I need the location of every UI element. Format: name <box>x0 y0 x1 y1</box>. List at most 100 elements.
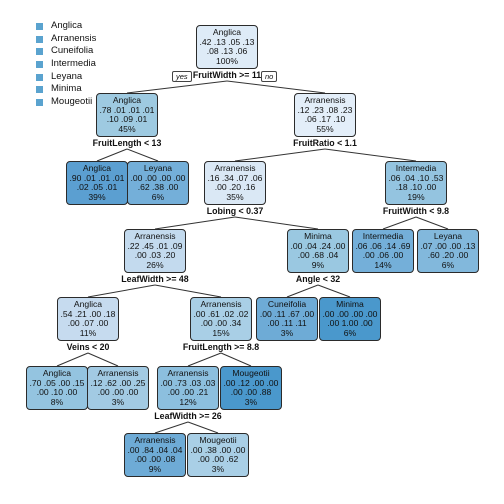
node-percent: 39% <box>88 191 106 202</box>
node-probabilities: .00 .07 .00 <box>67 318 109 329</box>
tree-edge <box>324 148 417 162</box>
legend-swatch <box>36 48 43 56</box>
node-probabilities: .60 .20 .00 <box>427 250 469 261</box>
legend-item: Cuneifolia <box>36 45 96 58</box>
node-probabilities: .90 .01 .01 .01 <box>69 172 125 183</box>
split-rule: Veins < 20 <box>66 342 110 352</box>
node-percent: 9% <box>311 259 325 270</box>
node-probabilities: .70 .05 .00 .15 <box>29 377 85 388</box>
legend-swatch <box>36 73 43 81</box>
node-probabilities: .00 .00 .34 <box>200 318 242 329</box>
legend-item: Anglica <box>36 20 96 33</box>
node-percent: 55% <box>316 123 334 134</box>
tree-edge <box>87 352 119 367</box>
node-probabilities: .00 .20 .16 <box>214 182 256 193</box>
node-probabilities: .00 .00 .00 .00 <box>130 172 186 183</box>
split-rule: LeafWidth >= 26 <box>154 411 222 421</box>
node-percent: 100% <box>216 55 238 66</box>
legend-item: Intermedia <box>36 58 96 71</box>
node-percent: 35% <box>226 191 244 202</box>
node-probabilities: .06 .06 .14 .69 <box>355 240 411 251</box>
node-percent: 19% <box>407 191 425 202</box>
node-percent: 6% <box>441 259 455 270</box>
node-probabilities: .78 .01 .01 .01 <box>99 104 155 115</box>
tree-edge <box>126 148 159 162</box>
node-probabilities: .00 .00 .62 <box>197 454 239 465</box>
node-class: Mougeotii <box>199 435 237 445</box>
tree-edge <box>87 284 156 298</box>
tree-edge <box>317 284 351 298</box>
node-class: Minima <box>336 299 364 309</box>
node-percent: 14% <box>374 259 392 270</box>
node-class: Minima <box>304 231 332 241</box>
legend-item: Arranensis <box>36 33 96 46</box>
node-percent: 3% <box>244 396 258 407</box>
node-probabilities: .42 .13 .05 .13 <box>199 36 255 47</box>
legend-swatch <box>36 86 43 94</box>
tree-edge <box>286 284 319 298</box>
no-tag: no <box>261 71 278 82</box>
node-class: Arranensis <box>134 435 176 445</box>
node-percent: 3% <box>280 327 294 338</box>
tree-edge <box>154 421 189 434</box>
node-probabilities: .00 .04 .24 .00 <box>290 240 346 251</box>
legend-swatch <box>36 35 43 43</box>
node-class: Arranensis <box>167 368 209 378</box>
node-probabilities: .06 .17 .10 <box>304 114 346 125</box>
node-percent: 11% <box>79 327 97 338</box>
node-probabilities: .00 .03 .20 <box>134 250 176 261</box>
tree-edge <box>234 148 326 162</box>
split-rule: Angle < 32 <box>295 274 341 284</box>
tree-edge <box>56 352 89 367</box>
tree-edge <box>226 80 326 94</box>
node-class: Mougeotii <box>232 368 270 378</box>
node-probabilities: .06 .04 .10 .53 <box>388 172 444 183</box>
node-probabilities: .00 .68 .04 <box>297 250 339 261</box>
tree-edge <box>154 216 236 230</box>
node-probabilities: .00 .00 .00 .00 <box>322 308 378 319</box>
node-percent: 6% <box>343 327 357 338</box>
node-probabilities: .00 .84 .04 .04 <box>127 444 183 455</box>
node-probabilities: .00 .00 .08 <box>134 454 176 465</box>
legend-item: Leyana <box>36 71 96 84</box>
node-class: Cuneifolia <box>267 299 307 309</box>
node-probabilities: .12 .23 .08 .23 <box>297 104 353 115</box>
node-probabilities: .16 .34 .07 .06 <box>207 172 263 183</box>
legend-swatch <box>36 60 43 68</box>
tree-edge <box>234 216 319 230</box>
node-probabilities: .00 .11 .11 <box>267 318 307 329</box>
node-probabilities: .22 .45 .01 .09 <box>127 240 183 251</box>
tree-edge <box>220 352 252 367</box>
node-probabilities: .08 .13 .06 <box>206 46 248 57</box>
node-probabilities: .12 .62 .00 .25 <box>90 377 146 388</box>
node-probabilities: .00 .10 .00 <box>36 387 78 398</box>
node-percent: 6% <box>151 191 165 202</box>
node-class: Arranensis <box>134 231 176 241</box>
tree-edge <box>415 216 449 230</box>
node-percent: 15% <box>212 327 230 338</box>
node-class: Anglica <box>82 163 112 173</box>
split-rule: FruitLength < 13 <box>92 138 162 148</box>
legend-item: Mougeotii <box>36 96 96 109</box>
node-percent: 3% <box>111 396 125 407</box>
node-percent: 12% <box>179 396 197 407</box>
node-class: Arranensis <box>200 299 242 309</box>
